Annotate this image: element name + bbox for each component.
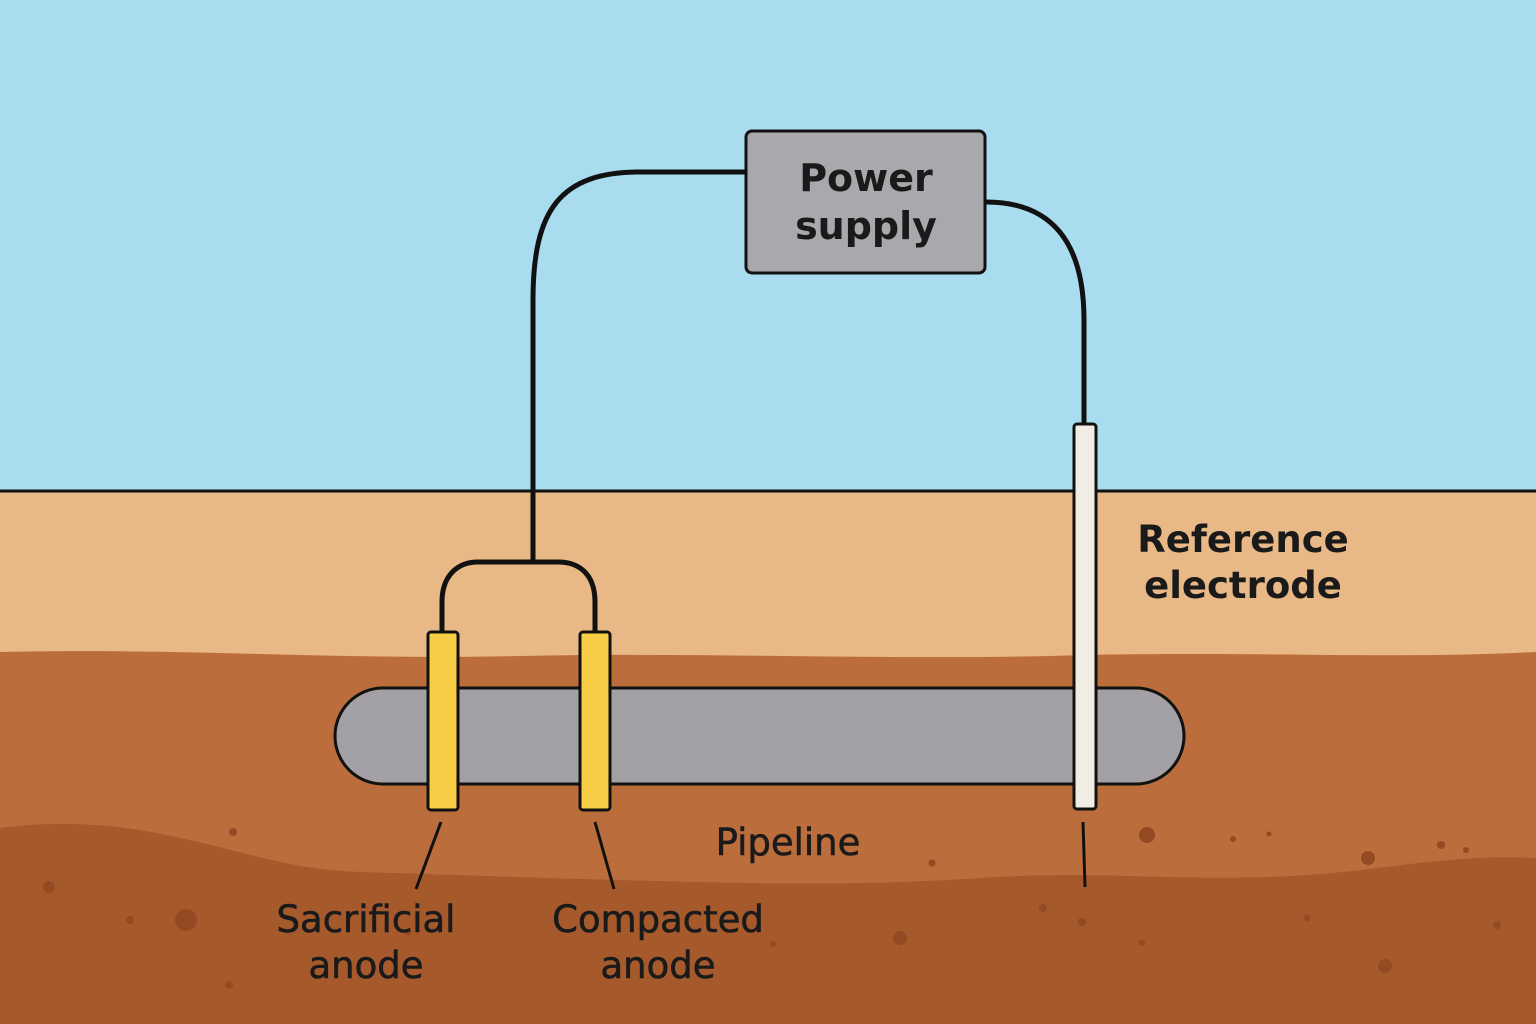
sacrificial-anode-leader xyxy=(414,821,443,890)
soil-layer-deep xyxy=(0,823,1536,1024)
wire-to-anodes xyxy=(530,169,749,563)
reference-electrode xyxy=(1072,422,1098,811)
power-supply-label-line-1: Power xyxy=(799,156,933,200)
sacrificial-anode-label-line-2: anode xyxy=(308,944,424,988)
pipeline-label-text: Pipeline xyxy=(715,821,861,865)
sacrificial-anode-label: Sacrificial anode xyxy=(246,897,486,989)
reference-electrode-label-line-1: Reference xyxy=(1137,518,1349,561)
reference-electrode-label-line-2: electrode xyxy=(1144,564,1342,607)
power-supply-box xyxy=(744,129,987,275)
compacted-anode-leader xyxy=(593,821,616,890)
compacted-anode-label: Compacted anode xyxy=(536,897,780,989)
soil-pebbles xyxy=(43,827,1501,989)
reference-electrode-label: Reference electrode xyxy=(1120,517,1366,609)
compacted-anode-label-line-2: anode xyxy=(600,944,716,988)
pipeline xyxy=(333,686,1186,786)
power-supply-label-line-2: supply xyxy=(795,204,937,248)
compacted-anode xyxy=(578,630,612,812)
wire-to-reference-electrode xyxy=(983,199,1087,427)
wire-anode-split xyxy=(439,559,598,633)
reference-electrode-leader xyxy=(1081,821,1087,888)
sacrificial-anode xyxy=(426,630,460,812)
pipeline-label: Pipeline xyxy=(688,820,888,866)
compacted-anode-label-line-1: Compacted xyxy=(552,898,764,942)
power-supply-label: Power supply xyxy=(746,154,986,250)
sacrificial-anode-label-line-1: Sacrificial xyxy=(276,898,456,942)
